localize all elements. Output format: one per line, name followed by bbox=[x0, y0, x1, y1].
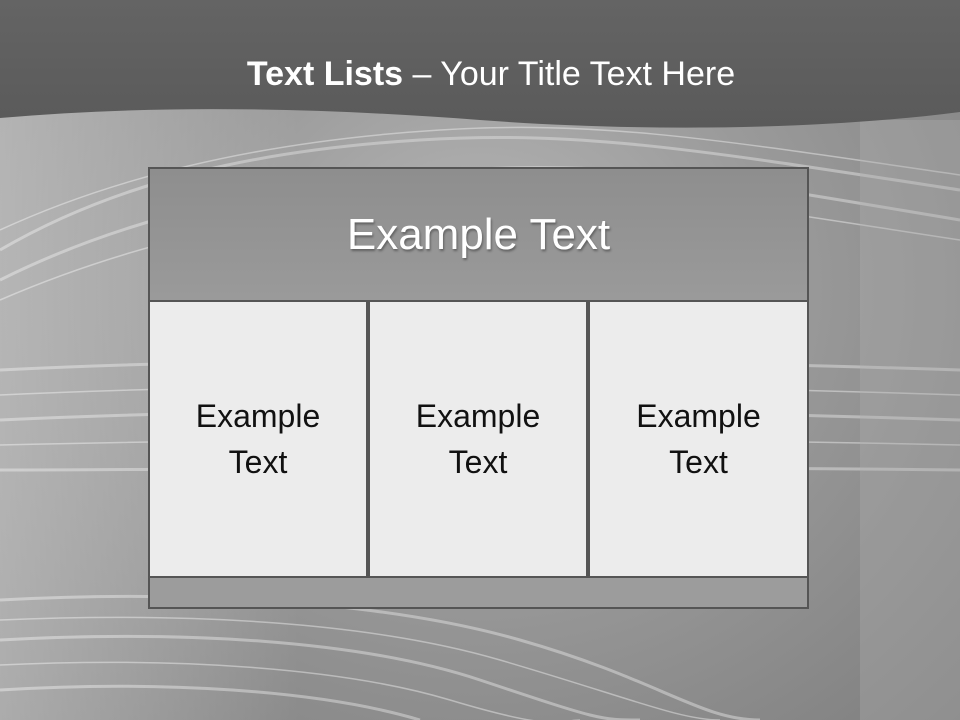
cell-text-column-2: Example Text bbox=[388, 393, 568, 485]
title-bold-text: Text Lists bbox=[246, 55, 404, 93]
table-cell-column-2: Example Text bbox=[368, 300, 588, 578]
title-band bbox=[0, 0, 960, 128]
cell-text-column-3: Example Text bbox=[609, 393, 789, 485]
slide-title: Text Lists – Your Title Text Here bbox=[0, 52, 960, 96]
table-header-cell: Example Text bbox=[148, 167, 809, 302]
cell-text-line-2: Text bbox=[228, 444, 288, 480]
table-cell-column-1: Example Text bbox=[148, 300, 368, 578]
title-separator: – bbox=[412, 55, 432, 93]
text-list-table: Example Text Example Text Example Text E… bbox=[148, 167, 809, 609]
title-subtitle-text: Your Title Text Here bbox=[440, 55, 736, 93]
cell-text-line-1: Example bbox=[415, 398, 541, 434]
cell-text-line-1: Example bbox=[195, 398, 321, 434]
cell-text-line-1: Example bbox=[636, 398, 761, 434]
table-footer-bar bbox=[148, 576, 809, 609]
table-cell-column-3: Example Text bbox=[588, 300, 809, 578]
cell-text-column-1: Example Text bbox=[168, 393, 348, 485]
cell-text-line-2: Text bbox=[669, 444, 728, 480]
table-header-text: Example Text bbox=[346, 209, 611, 259]
cell-text-line-2: Text bbox=[448, 444, 508, 480]
